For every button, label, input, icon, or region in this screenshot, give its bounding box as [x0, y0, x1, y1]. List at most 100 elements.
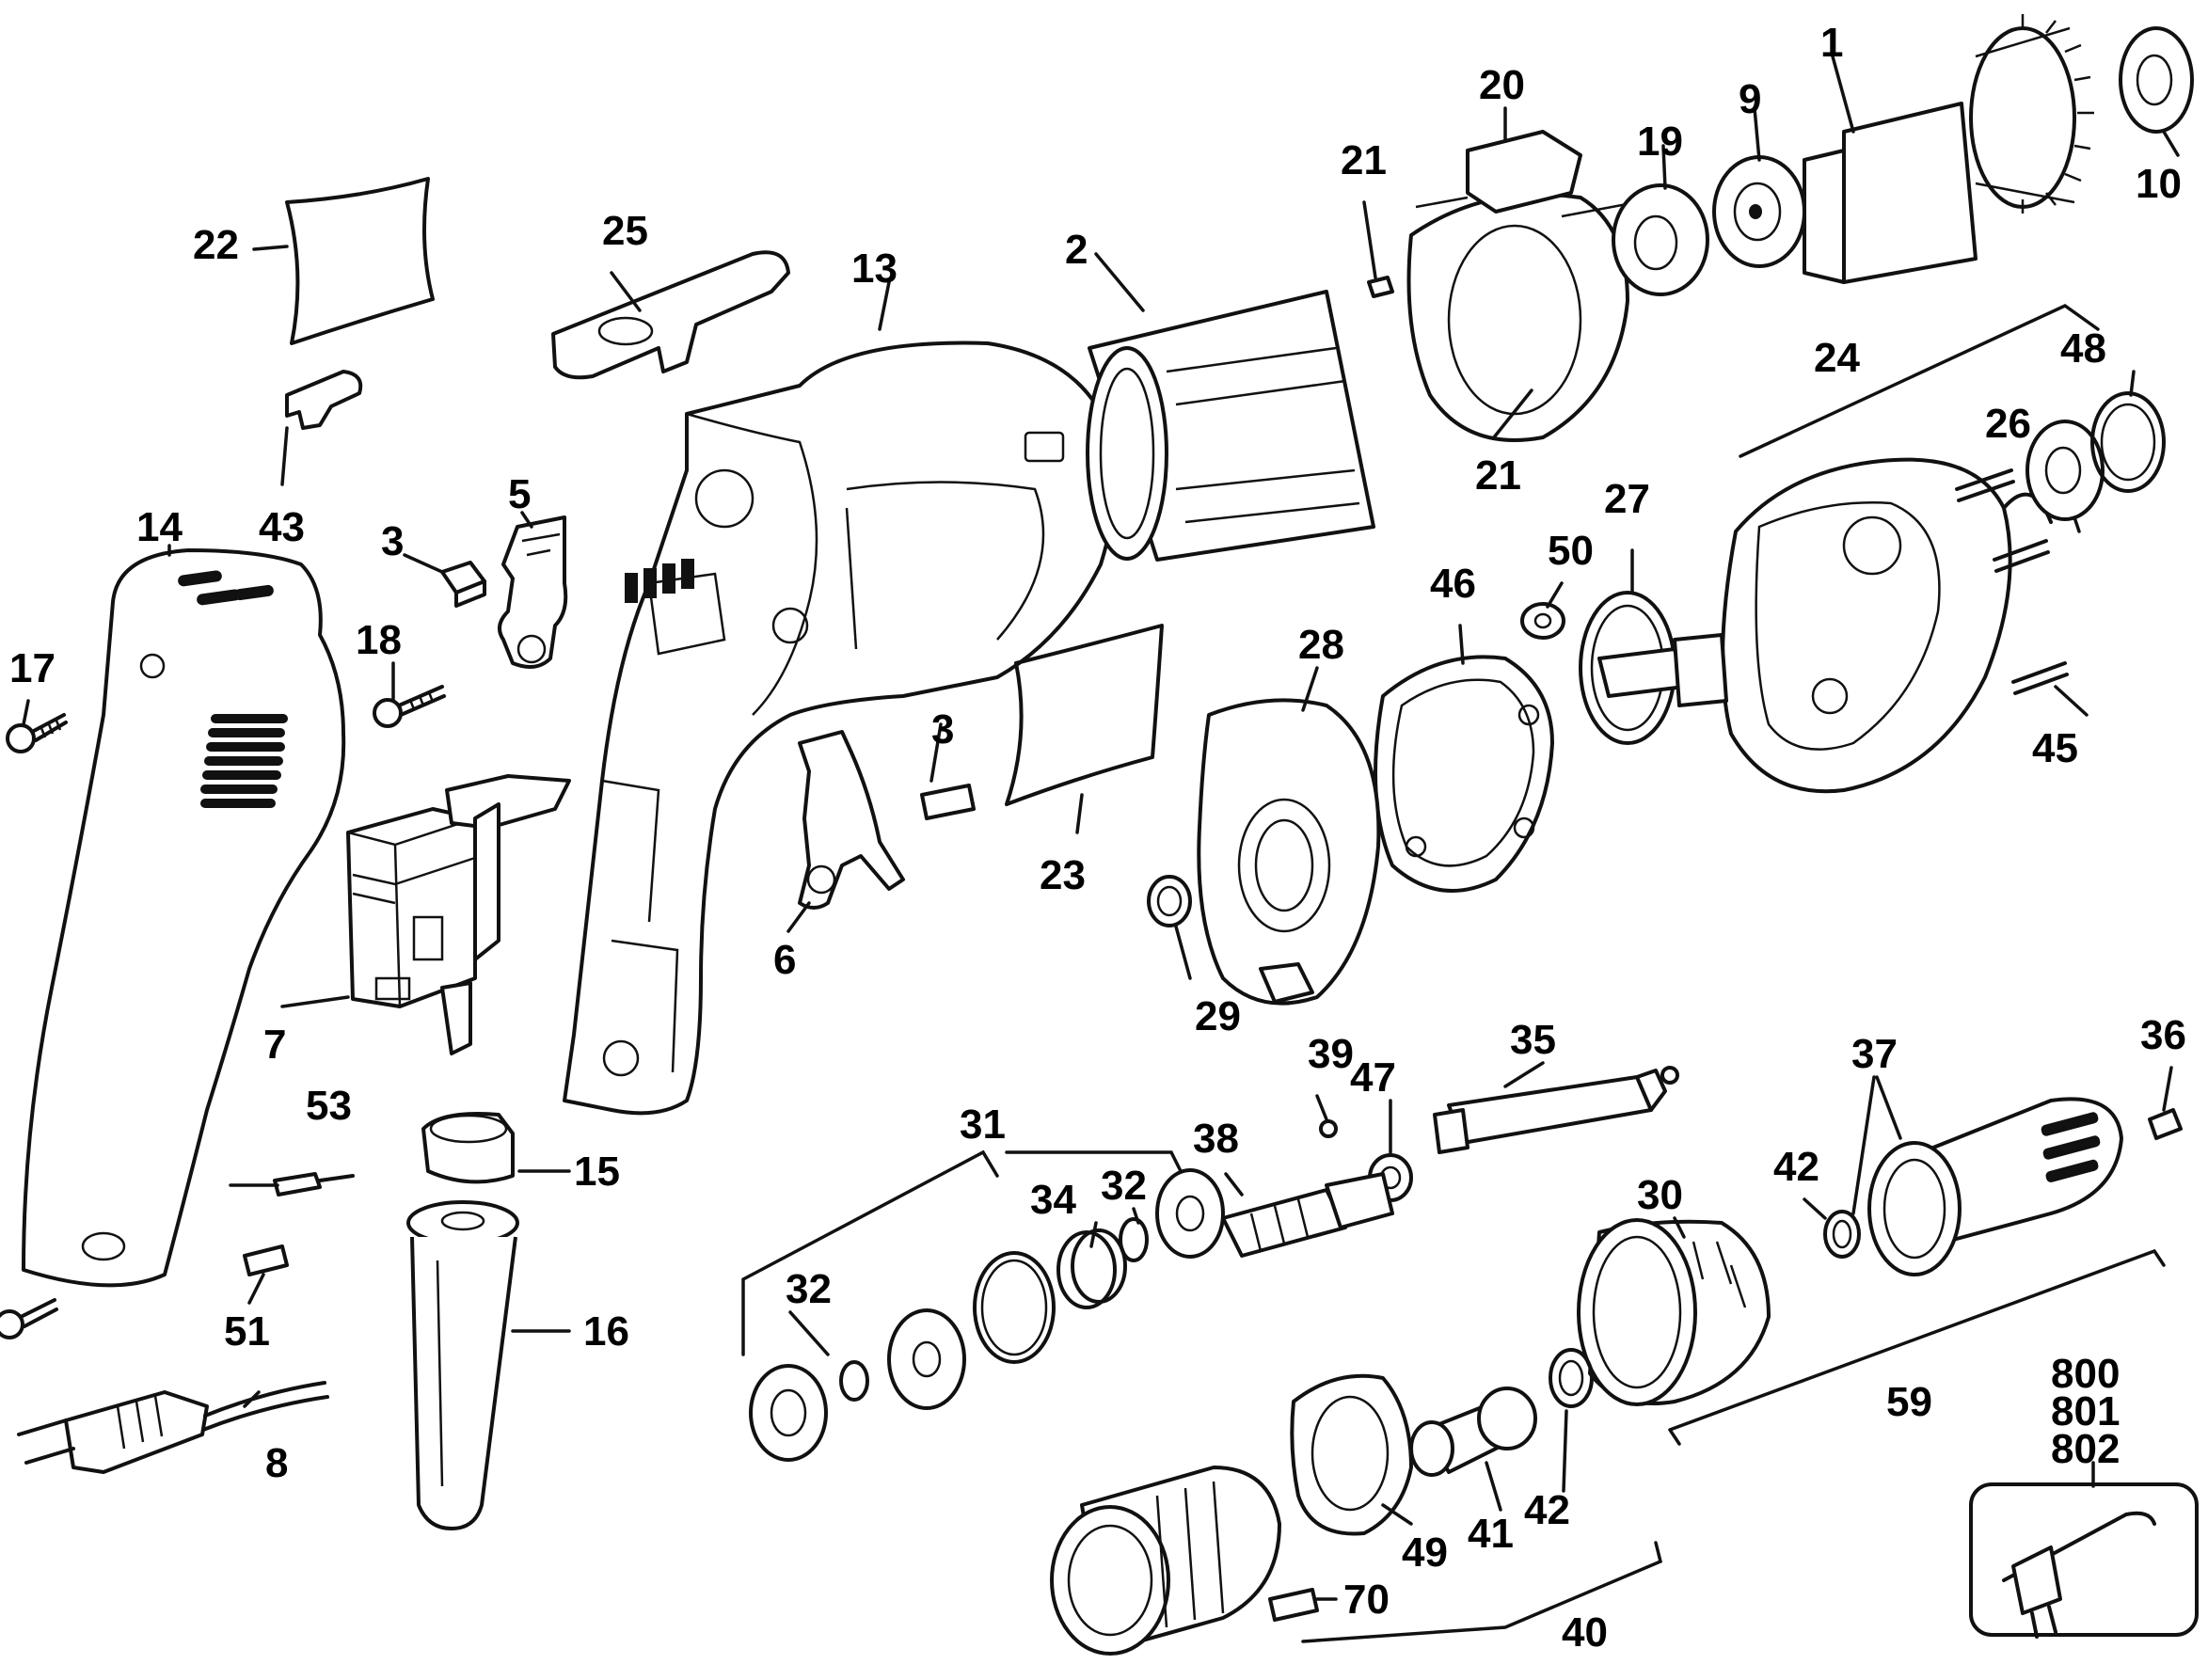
part-8-power-cord: [17, 1381, 329, 1474]
part-42-washers: [1549, 1210, 1861, 1408]
label-part-10: 10: [2136, 161, 2182, 207]
label-part-2: 2: [1065, 227, 1088, 273]
label-part-27: 27: [1604, 476, 1650, 522]
part-3-brush-upper: [440, 561, 486, 608]
label-part-5: 5: [508, 471, 531, 517]
part-30-clutch-sleeve: [1577, 1218, 1771, 1406]
label-part-18: 18: [356, 617, 402, 663]
part-36-pin: [2148, 1108, 2183, 1140]
part-3-brush-lower: [920, 784, 976, 820]
part-29-washer: [1147, 875, 1192, 927]
part-9-bearing: [1712, 155, 1806, 268]
label-part-39: 39: [1308, 1031, 1354, 1077]
label-part-15: 15: [574, 1149, 620, 1195]
label-part-24: 24: [1814, 335, 1860, 381]
label-part-802: 802: [2051, 1426, 2120, 1472]
part-48-retaining-ring: [2090, 391, 2166, 493]
label-part-70: 70: [1343, 1577, 1390, 1623]
label-part-29: 29: [1195, 993, 1241, 1039]
label-part-1: 1: [1820, 20, 1843, 66]
label-part-50: 50: [1548, 528, 1594, 574]
label-part-3-upper: 3: [381, 518, 404, 564]
part-17-screws: [0, 713, 68, 1339]
label-part-36: 36: [2140, 1012, 2186, 1058]
label-part-25: 25: [602, 208, 648, 254]
part-49-clutch-cage: [1290, 1373, 1413, 1536]
part-19-bearing: [1612, 183, 1709, 296]
label-part-800: 800: [2051, 1351, 2120, 1397]
part-50-bushing: [1520, 602, 1565, 640]
label-part-7: 7: [263, 1022, 286, 1068]
label-part-48: 48: [2060, 325, 2106, 372]
part-28-end-plate: [1197, 698, 1381, 1006]
part-39-ball: [1319, 1119, 1338, 1138]
part-46-gasket: [1374, 655, 1554, 893]
part-10-bearing: [2119, 26, 2194, 134]
label-part-42-lower: 42: [1524, 1487, 1570, 1533]
part-24-gear-housing: [1721, 457, 2053, 794]
label-part-34: 34: [1030, 1177, 1076, 1223]
part-51-connector: [243, 1244, 289, 1276]
label-part-3-lower: 3: [931, 706, 954, 753]
label-part-43: 43: [259, 504, 305, 550]
part-800-802-inset: [1969, 1482, 2199, 1639]
label-part-801: 801: [2051, 1388, 2120, 1434]
label-part-31: 31: [960, 1102, 1006, 1148]
label-part-35: 35: [1510, 1017, 1556, 1063]
leader-lines: [22, 55, 2180, 1643]
part-22-label-sheet: [285, 177, 435, 345]
part-31-clutch-assembly: [749, 1168, 1225, 1462]
part-13-motor-housing: [563, 341, 1118, 1116]
label-part-30: 30: [1637, 1172, 1683, 1218]
part-5-brush-holder: [498, 515, 568, 669]
label-part-32-lower: 32: [786, 1266, 832, 1312]
part-14-handle-half: [22, 548, 346, 1288]
label-part-8: 8: [265, 1440, 288, 1486]
label-part-23: 23: [1040, 852, 1086, 898]
label-part-28: 28: [1298, 622, 1344, 668]
part-27-gear: [1579, 591, 1728, 745]
part-6-brush-holder: [798, 730, 905, 910]
label-part-19: 19: [1637, 119, 1683, 165]
part-38-clutch-shaft: [1221, 1172, 1394, 1258]
part-7-switch: [346, 774, 571, 1055]
part-1-armature: [1803, 14, 2094, 284]
label-part-59: 59: [1886, 1379, 1932, 1425]
part-53-pin: [273, 1172, 355, 1197]
label-part-16: 16: [583, 1308, 629, 1355]
label-part-49: 49: [1402, 1529, 1448, 1576]
label-part-20: 20: [1479, 62, 1525, 108]
label-part-46: 46: [1430, 561, 1476, 607]
part-41-bit-holder: [1409, 1387, 1537, 1477]
part-37-locator-sleeve: [1867, 1097, 2123, 1276]
label-part-42-upper: 42: [1773, 1144, 1819, 1190]
part-23-label-sheet: [1005, 624, 1164, 806]
part-35-spindle: [1433, 1066, 1679, 1154]
part-2-field-stator: [1086, 290, 1375, 562]
part-70-small-part: [1268, 1588, 1319, 1622]
part-number-labels: 1 20 19 9 10 21 2 13 25 22 43 14 3 5 17 …: [9, 20, 2186, 1656]
label-part-6: 6: [773, 937, 796, 983]
label-part-26: 26: [1985, 401, 2031, 447]
label-part-40: 40: [1562, 1609, 1608, 1656]
label-part-17: 17: [9, 645, 56, 691]
label-part-53: 53: [306, 1083, 352, 1129]
label-part-32-upper: 32: [1101, 1163, 1147, 1209]
part-25-cover-plate: [551, 250, 790, 380]
part-45-screws: [1955, 468, 2069, 695]
label-part-9: 9: [1739, 76, 1761, 122]
label-part-47: 47: [1350, 1054, 1396, 1101]
label-part-37: 37: [1851, 1031, 1898, 1077]
part-26-bearing: [2025, 420, 2105, 521]
part-18-screw: [373, 685, 446, 728]
part-16-side-handle: [406, 1200, 519, 1530]
label-part-41: 41: [1468, 1511, 1514, 1557]
part-15-cord-protector: [421, 1112, 515, 1184]
label-part-51: 51: [224, 1308, 270, 1355]
part-40-nose-assembly: [1050, 1466, 1281, 1656]
label-part-45: 45: [2032, 725, 2078, 771]
label-part-38: 38: [1193, 1116, 1239, 1162]
part-43-clip: [285, 370, 363, 430]
label-part-13: 13: [851, 246, 897, 292]
